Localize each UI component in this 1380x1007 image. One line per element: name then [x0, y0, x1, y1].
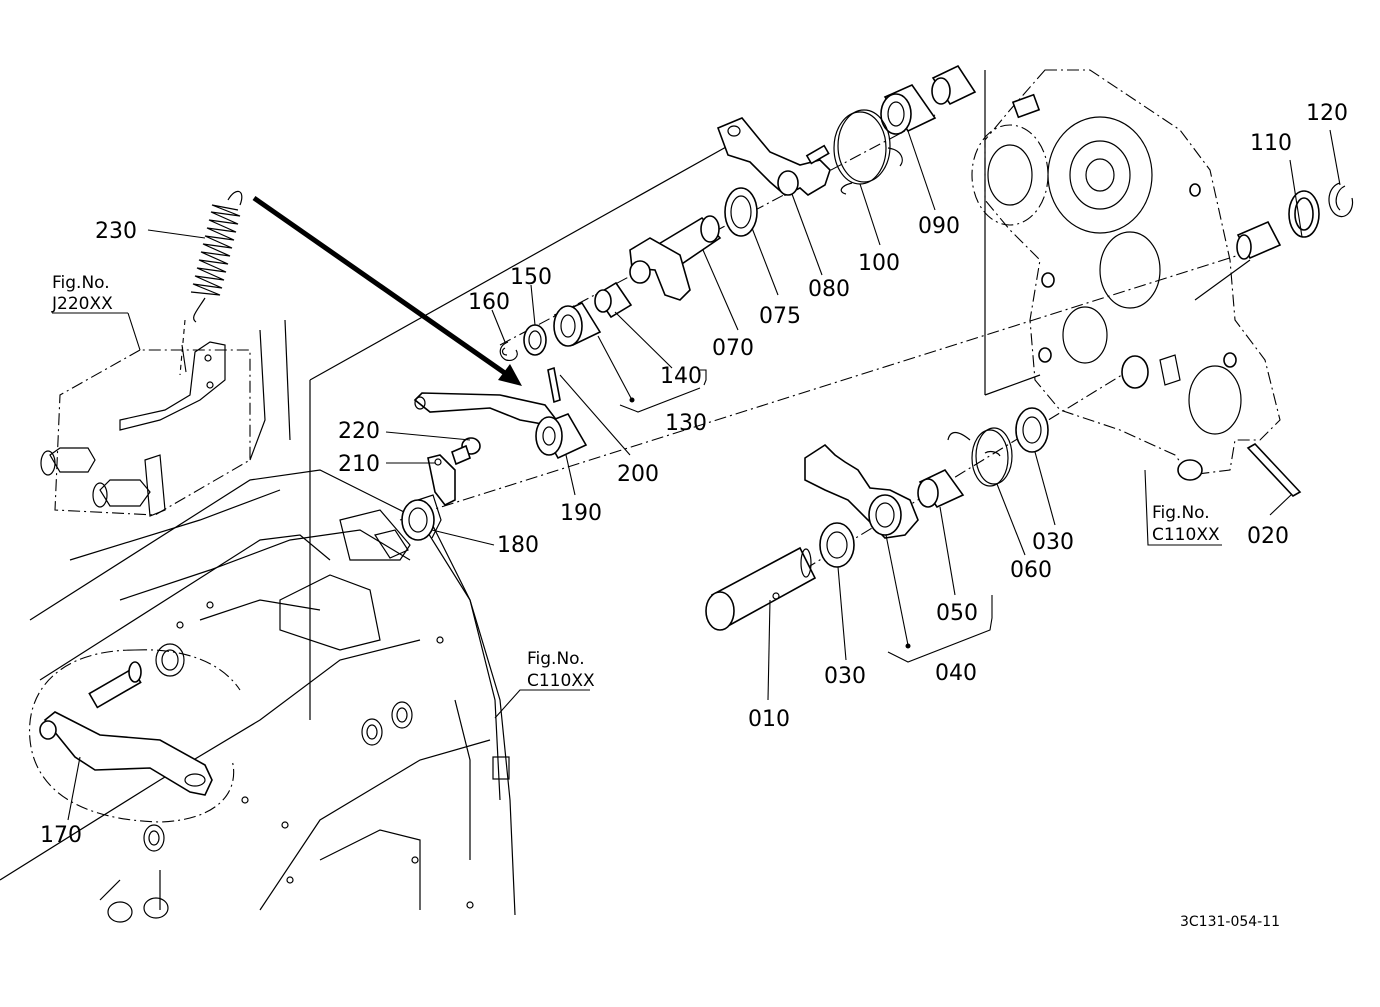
arm-080 [716, 117, 831, 196]
fig-ref-j220-code: J220XX [51, 294, 113, 314]
washer-150 [523, 324, 547, 356]
bushing-050 [917, 468, 965, 509]
label-030-upper: 030 [1032, 530, 1074, 555]
spring-060 [947, 427, 1013, 487]
label-080: 080 [808, 277, 850, 302]
label-200: 200 [617, 462, 659, 487]
label-220: 220 [338, 419, 380, 444]
lever-200 [413, 392, 557, 426]
washer-110 [1288, 190, 1320, 238]
shaft-070 [629, 215, 722, 301]
label-075: 075 [759, 304, 801, 329]
label-160: 160 [468, 290, 510, 315]
label-030-lower: 030 [824, 664, 866, 689]
label-190: 190 [560, 501, 602, 526]
leader-lines [52, 129, 1341, 821]
label-230: 230 [95, 219, 137, 244]
label-020: 020 [1247, 524, 1289, 549]
fig-ref-c110-right-code: C110XX [1152, 525, 1220, 545]
circlip-160 [499, 341, 518, 361]
diagram-code: 3C131-054-11 [1180, 914, 1280, 930]
fig-ref-c110-right-title: Fig.No. [1152, 503, 1210, 523]
label-100: 100 [858, 251, 900, 276]
part-labels: 230 150 160 140 130 070 075 080 100 090 … [40, 101, 1348, 848]
pin-020 [1246, 442, 1302, 498]
fig-ref-c110-mid-code: C110XX [527, 671, 595, 691]
transmission-housing [0, 469, 516, 923]
label-210: 210 [338, 452, 380, 477]
label-170: 170 [40, 823, 82, 848]
washer-030-lower [819, 522, 855, 568]
bushing-near-090 [931, 64, 977, 106]
plate-210 [427, 454, 456, 507]
washer-030-upper [1015, 407, 1049, 453]
hydraulic-block [40, 319, 291, 517]
label-150: 150 [510, 265, 552, 290]
spring-230 [179, 190, 243, 376]
pin-200 [547, 366, 561, 404]
label-050: 050 [936, 601, 978, 626]
label-110: 110 [1250, 131, 1292, 156]
seal-180 [401, 494, 442, 541]
label-070: 070 [712, 336, 754, 361]
bolt-220 [451, 437, 481, 466]
label-010: 010 [748, 707, 790, 732]
fig-ref-j220-title: Fig.No. [52, 273, 110, 293]
figure-references: Fig.No. J220XX Fig.No. C110XX Fig.No. C1… [51, 273, 1220, 691]
arm-040 [804, 443, 919, 539]
fig-ref-c110-mid-title: Fig.No. [527, 649, 585, 669]
detail-bubble-170 [28, 649, 241, 823]
bearing-090 [880, 84, 937, 135]
label-040: 040 [935, 661, 977, 686]
circlip-120 [1328, 182, 1354, 218]
bushing-near-110 [1236, 220, 1282, 260]
bushing-140 [594, 281, 633, 319]
label-120: 120 [1306, 101, 1348, 126]
assembly-arrow [252, 195, 522, 386]
gear-case [971, 69, 1281, 481]
lever-170 [39, 661, 213, 796]
collar-130 [553, 301, 602, 347]
label-140: 140 [660, 364, 702, 389]
label-180: 180 [497, 533, 539, 558]
collar-190 [535, 413, 588, 460]
shaft-010 [705, 546, 817, 631]
label-060: 060 [1010, 558, 1052, 583]
washer-075 [724, 187, 758, 237]
label-090: 090 [918, 214, 960, 239]
label-130: 130 [665, 411, 707, 436]
